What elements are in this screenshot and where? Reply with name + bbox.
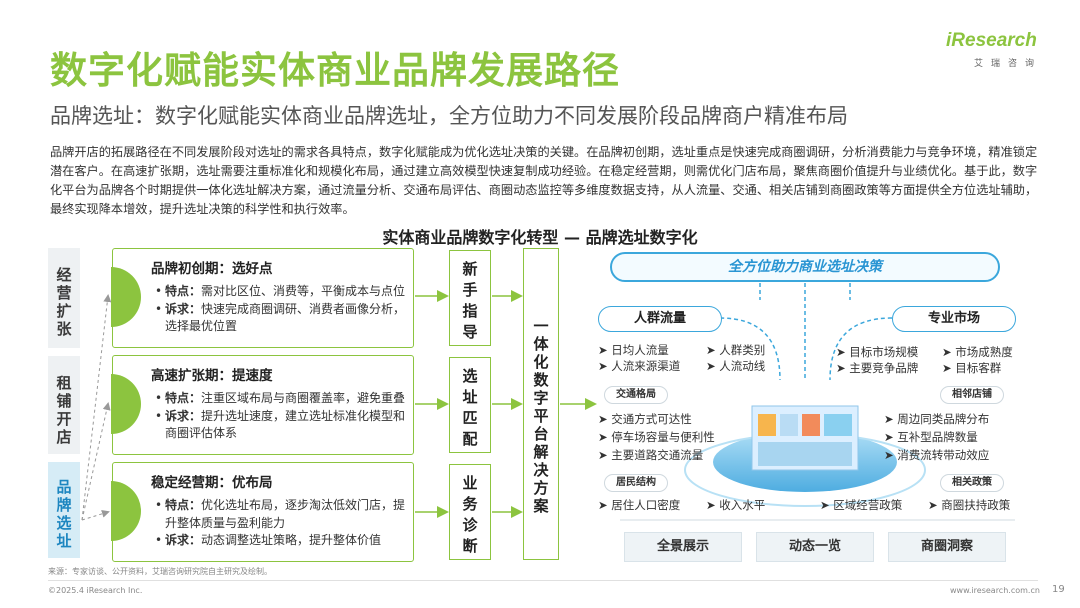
tab-insights: 商圈洞察	[888, 532, 1006, 562]
phase-marker	[111, 267, 141, 327]
list-item: ➤ 目标市场规模	[836, 345, 918, 360]
stage-site-selection-label: 品牌选址	[56, 478, 72, 550]
page-number: 19	[1052, 584, 1065, 595]
category-market: 专业市场	[892, 306, 1016, 332]
decision-support-banner: 全方位助力商业选址决策	[610, 252, 1000, 282]
need-text: 提升选址速度，建立选址标准化模型和商圈评估体系	[165, 409, 405, 441]
tab-dynamics: 动态一览	[756, 532, 874, 562]
tag-traffic: 交通格局	[604, 386, 668, 404]
feature-text: 需对比区位、消费等，平衡成本与点位	[201, 284, 405, 298]
phase-expansion: 高速扩张期：提速度 •特点：注重区域布局与商圈覆盖率，避免重叠 •诉求：提升选址…	[112, 355, 414, 455]
mid-box-matching: 选址匹配	[449, 357, 491, 453]
feature-label: 特点：	[165, 284, 201, 298]
phase-body: •特点：优化选址布局，逐步淘汰低效门店，提升整体质量与盈利能力 •诉求：动态调整…	[155, 497, 411, 550]
phase-heading: 高速扩张期：提速度	[151, 364, 273, 384]
feature-label: 特点：	[165, 391, 201, 405]
stage-expand-label: 经营扩张	[56, 266, 72, 338]
stage-open-store: 租铺开店	[48, 356, 80, 454]
tab-panorama: 全景展示	[624, 532, 742, 562]
list-item: ➤ 区域经营政策	[820, 498, 902, 513]
need-text: 快速完成商圈调研、消费者画像分析，选择最优位置	[165, 302, 405, 334]
list-item: ➤ 居住人口密度	[598, 498, 680, 513]
stage-column: 经营扩张 租铺开店 品牌选址	[48, 248, 80, 558]
phase-heading: 品牌初创期：选好点	[151, 257, 273, 277]
integrated-platform-label: 一体化数字平台解决方案	[533, 317, 549, 515]
category-crowd-flow: 人群流量	[598, 306, 722, 332]
need-label: 诉求：	[165, 302, 201, 316]
feature-text: 优化选址布局，逐步淘汰低效门店，提升整体质量与盈利能力	[165, 498, 405, 530]
phase-startup: 品牌初创期：选好点 •特点：需对比区位、消费等，平衡成本与点位 •诉求：快速完成…	[112, 248, 414, 348]
stage-site-selection: 品牌选址	[48, 462, 80, 558]
list-item: ➤ 人流动线	[706, 359, 765, 374]
mid-box-diagnosis-label: 业务诊断	[462, 473, 478, 557]
copyright: ©2025.4 iResearch Inc.	[48, 586, 142, 595]
need-text: 动态调整选址策略，提升整体价值	[201, 533, 381, 547]
phase-stable: 稳定经营期：优布局 •特点：优化选址布局，逐步淘汰低效门店，提升整体质量与盈利能…	[112, 462, 414, 562]
feature-text: 注重区域布局与商圈覆盖率，避免重叠	[201, 391, 405, 405]
list-item: ➤ 市场成熟度	[942, 345, 1013, 360]
list-item: ➤ 停车场容量与便利性	[598, 430, 715, 445]
tag-neighbor: 相邻店铺	[940, 386, 1004, 404]
list-item: ➤ 日均人流量	[598, 343, 669, 358]
website-link: www.iresearch.com.cn	[950, 586, 1040, 595]
mid-box-onboarding-label: 新手指导	[462, 259, 478, 343]
tag-policy: 相关政策	[940, 474, 1004, 492]
list-item: ➤ 互补型品牌数量	[884, 430, 978, 445]
mid-box-matching-label: 选址匹配	[462, 366, 478, 450]
phase-body: •特点：需对比区位、消费等，平衡成本与点位 •诉求：快速完成商圈调研、消费者画像…	[155, 283, 411, 336]
phase-marker	[111, 374, 141, 434]
phase-body: •特点：注重区域布局与商圈覆盖率，避免重叠 •诉求：提升选址速度，建立选址标准化…	[155, 390, 411, 443]
tag-residents: 居民结构	[604, 474, 668, 492]
list-item: ➤ 收入水平	[706, 498, 765, 513]
integrated-platform-box: 一体化数字平台解决方案	[523, 248, 559, 560]
stage-expand: 经营扩张	[48, 248, 80, 348]
feature-label: 特点：	[165, 498, 201, 512]
list-item: ➤ 周边同类品牌分布	[884, 412, 989, 427]
source-note: 来源：专家访谈、公开资料，艾瑞咨询研究院自主研究及绘制。	[48, 566, 272, 577]
stage-open-store-label: 租铺开店	[56, 374, 72, 446]
list-item: ➤ 主要竞争品牌	[836, 361, 918, 376]
list-item: ➤ 交通方式可达性	[598, 412, 692, 427]
list-item: ➤ 人群类别	[706, 343, 765, 358]
list-item: ➤ 目标客群	[942, 361, 1001, 376]
need-label: 诉求：	[165, 409, 201, 423]
mid-box-onboarding: 新手指导	[449, 250, 491, 346]
list-item: ➤ 消费流转带动效应	[884, 448, 989, 463]
list-item: ➤ 商圈扶持政策	[928, 498, 1010, 513]
list-item: ➤ 人流来源渠道	[598, 359, 680, 374]
need-label: 诉求：	[165, 533, 201, 547]
footer-divider	[48, 580, 1038, 581]
phase-heading: 稳定经营期：优布局	[151, 471, 273, 491]
list-item: ➤ 主要道路交通流量	[598, 448, 703, 463]
mid-box-diagnosis: 业务诊断	[449, 464, 491, 560]
phase-marker	[111, 481, 141, 541]
